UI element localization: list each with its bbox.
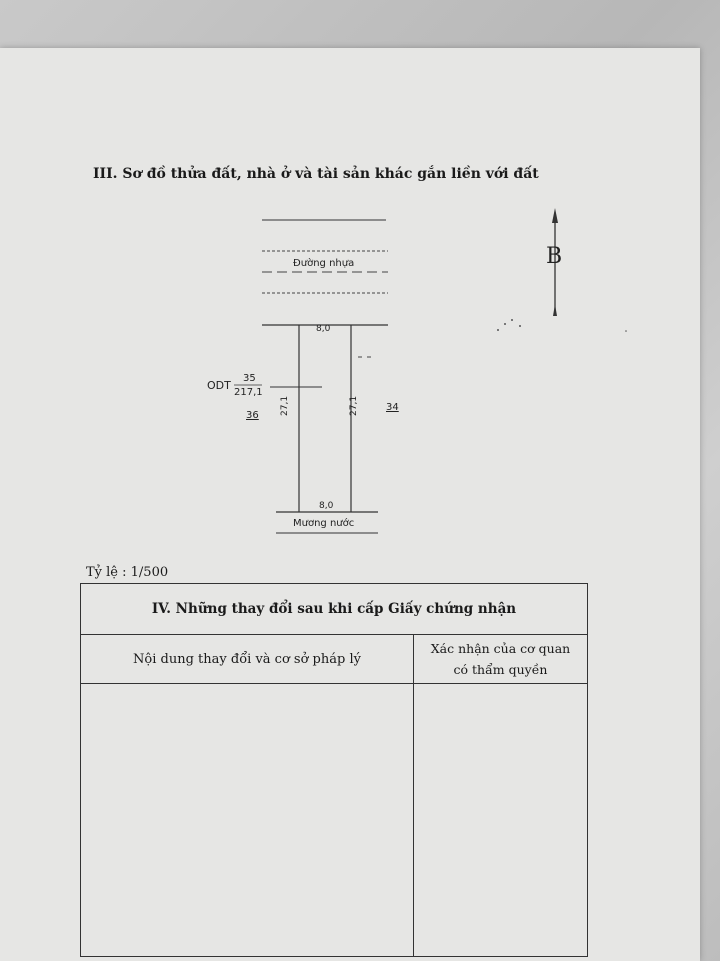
ditch-label: Mương nước: [293, 518, 355, 529]
land-type-label: ODT: [207, 379, 231, 392]
dimension-bottom: 8,0: [319, 501, 334, 511]
dimension-right: 27,1: [349, 395, 359, 416]
content-cell-empty: [80, 683, 414, 957]
dimension-left: 27,1: [280, 395, 290, 416]
dimension-top: 8,0: [316, 324, 331, 334]
confirmation-header-line1: Xác nhận của cơ quan: [430, 641, 571, 656]
confirmation-header-line2: có thẩm quyền: [453, 662, 548, 677]
scale-label: Tỷ lệ : 1/500: [86, 565, 169, 580]
section-3-title: III. Sơ đồ thửa đất, nhà ở và tài sản kh…: [93, 166, 539, 182]
confirmation-cell-empty: [413, 683, 588, 957]
neighbor-parcel-right: 34: [386, 402, 399, 413]
north-arrow-head: [552, 208, 558, 223]
column-header-content: Nội dung thay đổi và cơ sở pháp lý: [80, 634, 414, 684]
north-label: B: [546, 244, 563, 269]
land-parcel-diagram: [234, 208, 627, 534]
parcel-number: 35: [243, 373, 256, 384]
certificate-page: III. Sơ đồ thửa đất, nhà ở và tài sản kh…: [0, 48, 700, 961]
column-header-confirmation: Xác nhận của cơ quan có thẩm quyền: [413, 634, 588, 684]
road-label: Đường nhựa: [293, 258, 355, 269]
neighbor-parcel-left: 36: [246, 410, 259, 421]
changes-table: IV. Những thay đổi sau khi cấp Giấy chứn…: [80, 583, 588, 957]
section-4-title: IV. Những thay đổi sau khi cấp Giấy chứn…: [80, 583, 588, 635]
parcel-area: 217,1: [234, 387, 263, 398]
